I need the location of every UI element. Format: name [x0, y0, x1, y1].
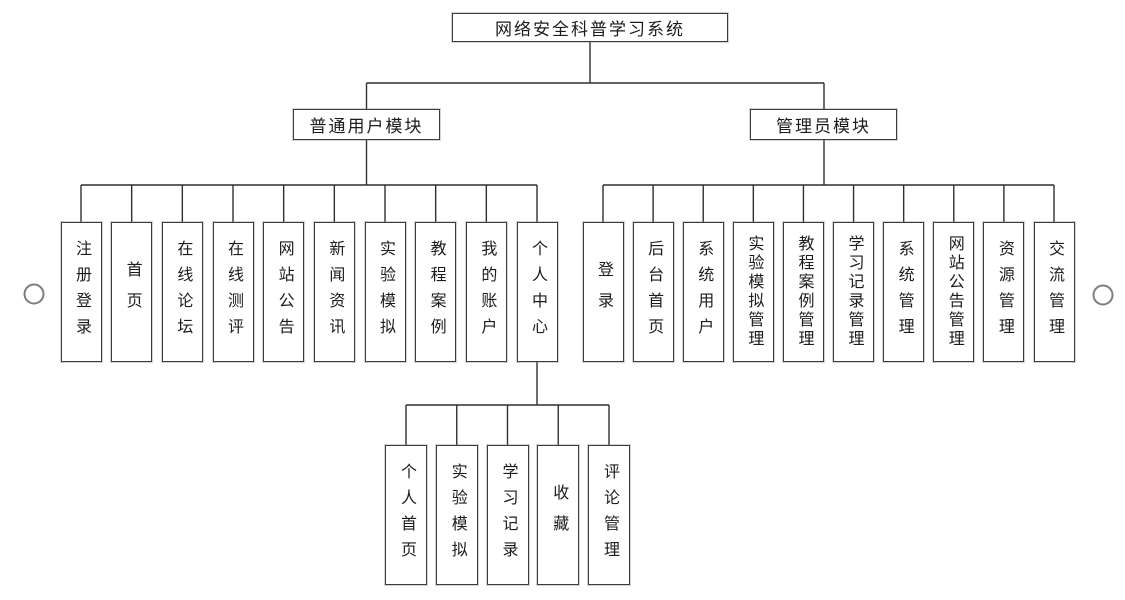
leaf-user-4: 网站公告: [263, 222, 305, 362]
leaf-user-9: 个人中心: [516, 222, 558, 362]
leaf-personal-2: 学习记录: [486, 445, 529, 585]
leaf-admin-4: 教程案例管理: [782, 222, 824, 362]
leaf-admin-3: 实验模拟管理: [732, 222, 774, 362]
leaf-admin-7: 网站公告管理: [933, 222, 975, 362]
leaf-admin-1: 后台首页: [632, 222, 674, 362]
leaf-admin-0: 登录: [582, 222, 624, 362]
leaf-personal-3: 收藏: [537, 445, 580, 585]
leaf-user-3: 在线测评: [212, 222, 254, 362]
leaf-admin-8: 资源管理: [983, 222, 1025, 362]
left-anchor-circle: [23, 283, 45, 305]
leaf-personal-0: 个人首页: [385, 445, 427, 585]
leaf-user-7: 教程案例: [415, 222, 457, 362]
root-node-system-title: 网络安全科普学习系统: [452, 13, 728, 42]
leaf-user-2: 在线论坛: [161, 222, 203, 362]
leaf-user-8: 我的账户: [465, 222, 507, 362]
leaf-admin-5: 学习记录管理: [833, 222, 875, 362]
module-node-normal-user: 普通用户模块: [293, 109, 440, 140]
leaf-personal-1: 实验模拟: [435, 445, 478, 585]
leaf-user-0: 注册登录: [60, 222, 102, 362]
leaf-user-6: 实验模拟: [364, 222, 406, 362]
leaf-admin-2: 系统用户: [682, 222, 724, 362]
leaf-personal-4: 评论管理: [588, 445, 630, 585]
leaf-admin-9: 交流管理: [1033, 222, 1075, 362]
leaf-admin-6: 系统管理: [883, 222, 925, 362]
leaf-user-1: 首页: [111, 222, 153, 362]
right-anchor-circle: [1092, 284, 1114, 306]
leaf-user-5: 新闻资讯: [313, 222, 355, 362]
module-node-admin: 管理员模块: [750, 109, 897, 140]
